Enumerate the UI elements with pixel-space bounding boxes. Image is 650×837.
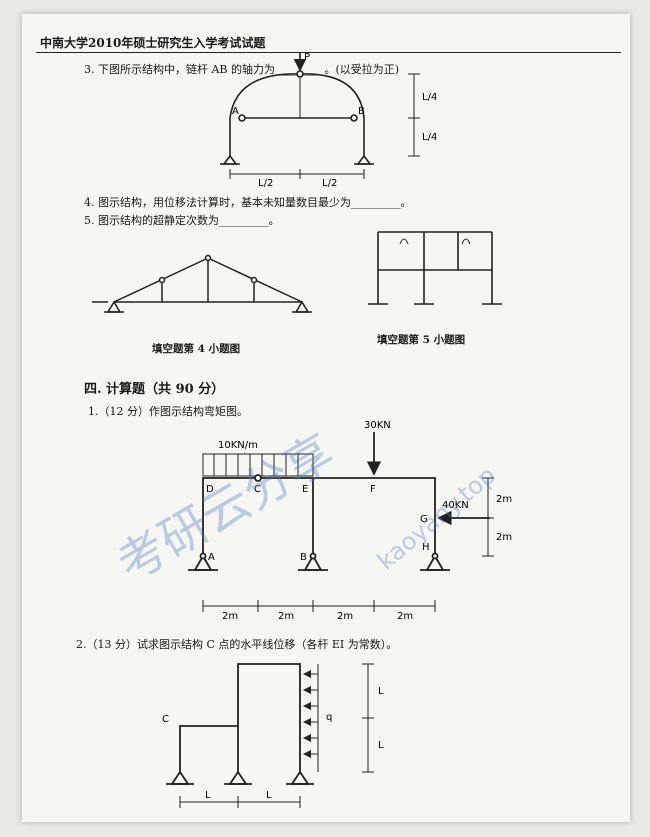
calc2-label-C: C (162, 714, 169, 725)
q5-text: 5. 图示结构的超静定次数为_________。 (84, 214, 280, 227)
calc1-dim-4: 2m (397, 611, 413, 622)
calc1-label-D: D (206, 484, 214, 495)
calc1-label-G: G (420, 514, 428, 525)
q4-text: 4. 图示结构，用位移法计算时，基本未知量数目最少为_________。 (84, 196, 412, 209)
calc2-dim-Lb2: L (266, 790, 272, 801)
q4-figure (92, 254, 312, 313)
calc1-label-A: A (208, 552, 215, 563)
calc1-dim-h1: 2m (496, 494, 512, 505)
calc2-dim-L2: L (378, 740, 384, 751)
caption-q4: 填空题第 4 小题图 (152, 343, 241, 355)
q3-label-A: A (232, 106, 239, 117)
calc1-label-C: C (254, 484, 261, 495)
calc1-figure (188, 432, 494, 612)
calc1-label-point-load: 30KN (364, 420, 391, 431)
q3-label-L2b: L/2 (322, 178, 337, 189)
calc2-figure (166, 663, 374, 808)
calc1-text: 1.（12 分）作图示结构弯矩图。 (88, 405, 248, 418)
calc1-dim-h2: 2m (496, 532, 512, 543)
q3-label-B: B (358, 106, 365, 117)
q3-label-L2a: L/2 (258, 178, 273, 189)
section-4-title: 四. 计算题（共 90 分） (84, 382, 225, 397)
exam-header-title: 中南大学2010年硕士研究生入学考试试题 (40, 36, 266, 50)
q3-label-L4b: L/4 (422, 132, 437, 143)
calc1-label-h-load: 40KN (442, 500, 469, 511)
exam-page: 中南大学2010年硕士研究生入学考试试题 3. 下图所示结构中，链杆 AB 的轴… (22, 14, 630, 822)
calc2-text: 2.（13 分）试求图示结构 C 点的水平线位移（各杆 EI 为常数）。 (76, 638, 398, 651)
calc2-dim-Lb1: L (205, 790, 211, 801)
calc2-dim-L1: L (378, 686, 384, 697)
q3-label-L4a: L/4 (422, 92, 437, 103)
q5-figure (368, 231, 502, 305)
calc1-dim-1: 2m (222, 611, 238, 622)
calc2-label-q: q (326, 712, 332, 723)
calc1-label-dist-load: 10KN/m (218, 440, 258, 451)
q3-text: 3. 下图所示结构中，链杆 AB 的轴力为_________。(以受拉为正) (84, 63, 400, 76)
calc1-label-F: F (370, 484, 376, 495)
figures: P A B L/2 L/2 L/4 L/4 (92, 52, 512, 808)
header-rule (36, 52, 621, 53)
calc1-dim-2: 2m (278, 611, 294, 622)
calc1-label-B: B (300, 552, 307, 563)
calc1-dim-3: 2m (337, 611, 353, 622)
calc1-label-H: H (422, 542, 430, 553)
q3-label-P: P (304, 52, 310, 63)
calc1-label-E: E (302, 484, 308, 495)
q3-figure (220, 52, 420, 179)
caption-q5: 填空题第 5 小题图 (377, 334, 466, 346)
